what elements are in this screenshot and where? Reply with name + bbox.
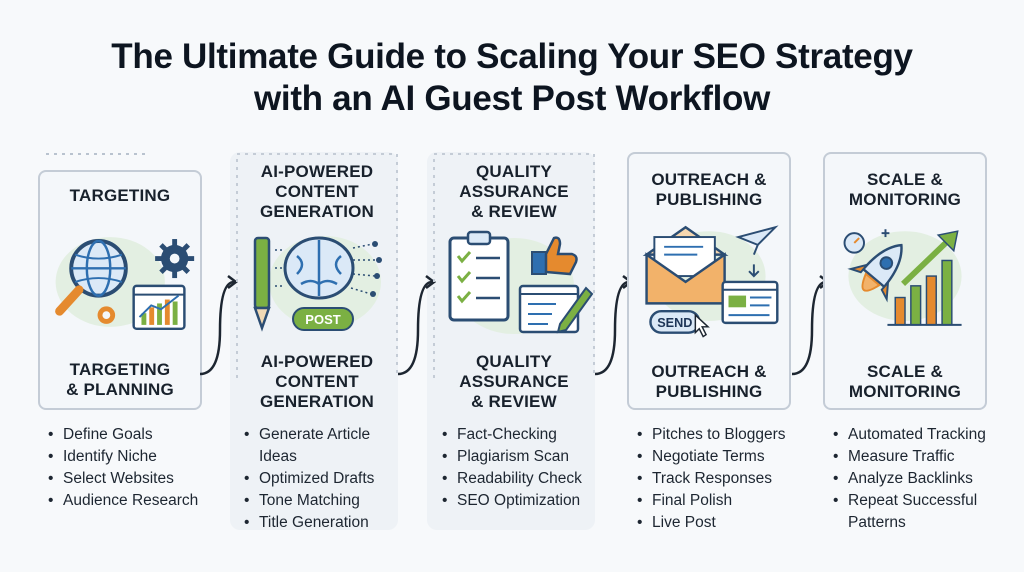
list-item: Plagiarism Scan xyxy=(440,446,582,468)
title-line-1: The Ultimate Guide to Scaling Your SEO S… xyxy=(111,37,913,76)
list-item: Fact-Checking xyxy=(440,424,582,446)
list-item: Readability Check xyxy=(440,468,582,490)
step-card-targeting: TARGETING TARGETING & PLANNING xyxy=(38,170,202,410)
list-item: Analyze Backlinks xyxy=(831,468,1009,490)
step-5-bottom-title: SCALE & MONITORING xyxy=(848,362,962,401)
step-1-bottom-title: TARGETING & PLANNING xyxy=(66,360,174,399)
step-1-top-title: TARGETING xyxy=(69,186,171,205)
list-item: Optimized Drafts xyxy=(242,468,392,490)
list-item: Select Websites xyxy=(46,468,198,490)
globe-magnifier-icon xyxy=(40,222,200,340)
list-item: Generate Article Ideas xyxy=(242,424,392,468)
list-item: Measure Traffic xyxy=(831,446,1009,468)
list-item: Automated Tracking xyxy=(831,424,1009,446)
arrow-icon xyxy=(397,275,436,376)
list-item: SEO Optimization xyxy=(440,490,582,512)
step-2-bottom-title: AI-POWERED CONTENT GENERATION xyxy=(259,352,375,411)
step-1-bullets: Define Goals Identify Niche Select Websi… xyxy=(46,424,198,512)
page-title: The Ultimate Guide to Scaling Your SEO S… xyxy=(0,36,1024,120)
list-item: Title Generation xyxy=(242,512,392,534)
step-3-top-title: QUALITY ASSURANCE & REVIEW xyxy=(459,162,569,221)
list-item: Define Goals xyxy=(46,424,198,446)
post-badge: POST xyxy=(305,312,340,327)
list-item: Identify Niche xyxy=(46,446,198,468)
step-card-outreach: OUTREACH & PUBLISHING SEND OUTREACH & PU… xyxy=(627,152,791,410)
step-3-bullets: Fact-Checking Plagiarism Scan Readabilit… xyxy=(440,424,582,512)
arrow-icon xyxy=(199,275,238,376)
send-badge: SEND xyxy=(657,316,692,330)
list-item: Final Polish xyxy=(635,490,786,512)
step-4-bottom-title: OUTREACH & PUBLISHING xyxy=(651,362,767,401)
step-3-bottom-title: QUALITY ASSURANCE & REVIEW xyxy=(459,352,569,411)
envelope-icon: SEND xyxy=(629,220,789,338)
checklist-icon xyxy=(432,228,596,346)
list-item: Negotiate Terms xyxy=(635,446,786,468)
step-4-bullets: Pitches to Bloggers Negotiate Terms Trac… xyxy=(635,424,786,534)
step-card-ai-content: AI-POWERED CONTENT GENERATION POST xyxy=(235,152,399,378)
step-5-top-title: SCALE & MONITORING xyxy=(848,170,962,209)
list-item: Track Responses xyxy=(635,468,786,490)
step-2-top-title: AI-POWERED CONTENT GENERATION xyxy=(259,162,375,221)
step-2-bullets: Generate Article Ideas Optimized Drafts … xyxy=(242,424,392,534)
rocket-icon xyxy=(825,220,985,338)
brain-icon: POST xyxy=(235,228,399,346)
list-item: Repeat Successful Patterns xyxy=(831,490,1009,534)
list-item: Audience Research xyxy=(46,490,198,512)
title-line-2: with an AI Guest Post Workflow xyxy=(253,79,771,118)
list-item: Tone Matching xyxy=(242,490,392,512)
list-item: Live Post xyxy=(635,512,786,534)
step-card-quality: QUALITY ASSURANCE & REVIEW xyxy=(432,152,596,378)
list-item: Pitches to Bloggers xyxy=(635,424,786,446)
step-4-top-title: OUTREACH & PUBLISHING xyxy=(651,170,767,209)
step-5-bullets: Automated Tracking Measure Traffic Analy… xyxy=(831,424,1009,534)
folder-tab-decoration xyxy=(46,153,150,155)
step-card-scale: SCALE & MONITORING SCALE & MON xyxy=(823,152,987,410)
